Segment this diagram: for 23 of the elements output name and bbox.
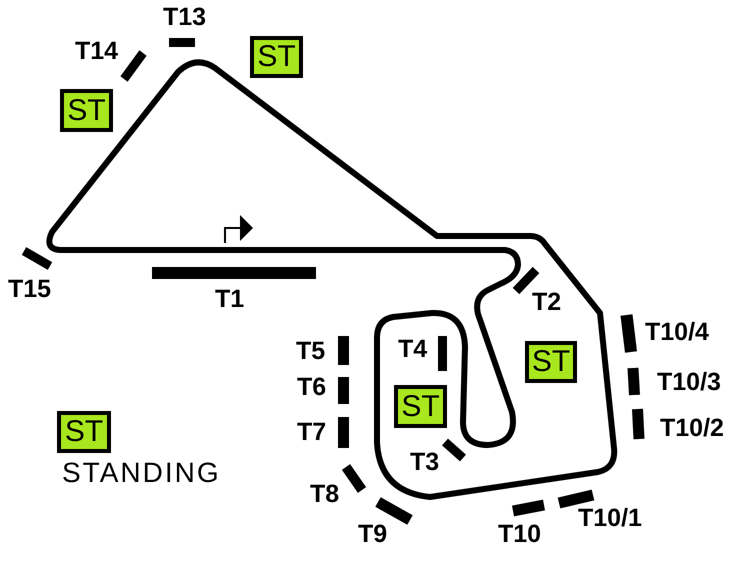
grandstand-label: T8: [310, 482, 340, 507]
standing-zone-tag: ST: [525, 341, 577, 383]
grandstand-label: T10: [498, 522, 542, 547]
grandstand-label: T10/4: [645, 320, 709, 345]
grandstand-label: T13: [163, 5, 206, 30]
standing-zone-tag: ST: [60, 89, 113, 132]
grandstand-label: T6: [297, 375, 326, 400]
grandstand-label: T14: [75, 39, 118, 64]
grandstand-label: T7: [297, 420, 326, 445]
grandstand-label: T1: [215, 287, 244, 312]
grandstand-label: T2: [532, 290, 562, 315]
grandstand-label: T5: [296, 339, 326, 364]
grandstand-label: T9: [358, 522, 388, 547]
standing-zone-tag: ST: [250, 36, 303, 78]
grandstand-label: T10/3: [657, 370, 721, 395]
grandstand-label: T4: [398, 337, 428, 362]
standing-zone-tag: ST: [57, 411, 111, 453]
legend-caption: STANDING: [62, 459, 221, 487]
grandstand-label: T15: [8, 277, 52, 302]
grandstand-label: T3: [410, 450, 440, 475]
grandstand-label: T10/2: [660, 416, 724, 441]
standing-zone-tag: ST: [394, 385, 447, 428]
grandstand-label: T10/1: [578, 506, 642, 531]
